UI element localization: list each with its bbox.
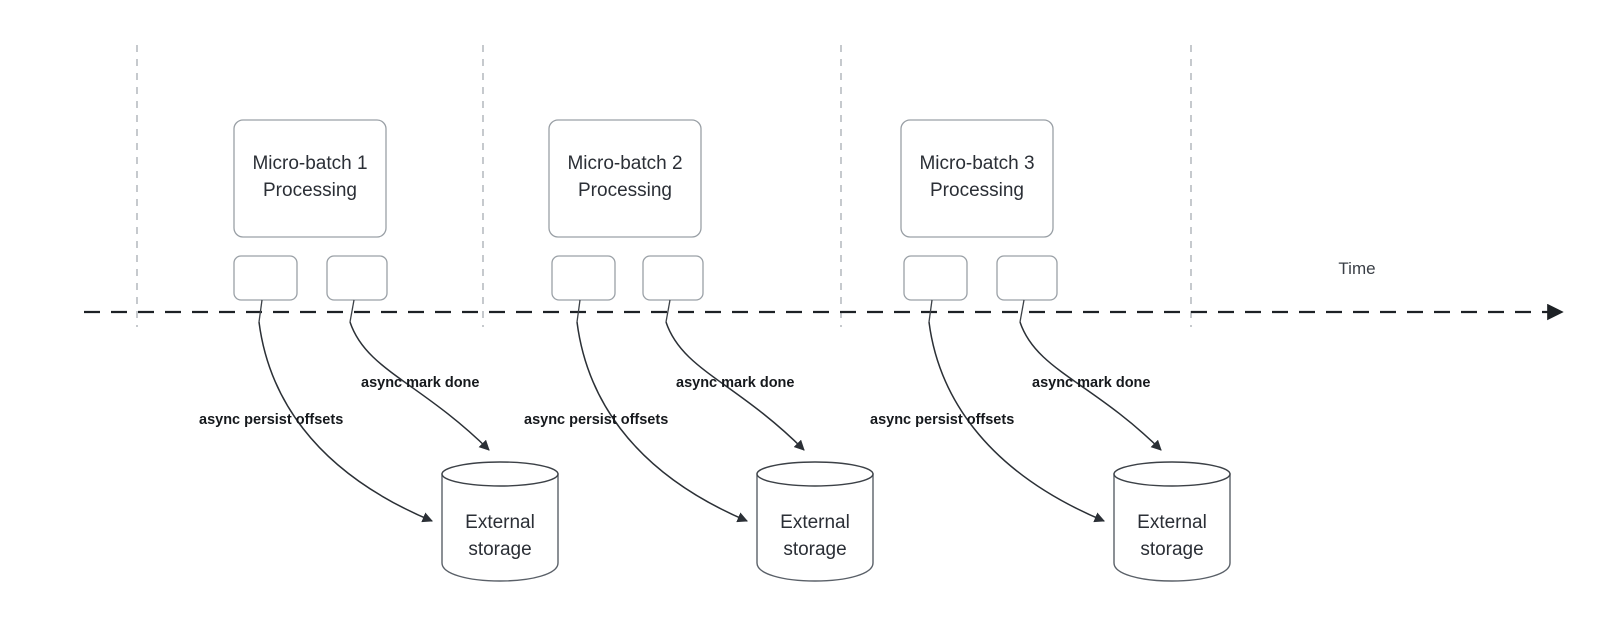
- micro-batch-1-persist-offsets-label: async persist offsets: [199, 412, 343, 428]
- micro-batch-1-label-line2: Processing: [263, 180, 357, 201]
- external-storage-1[interactable]: External storage: [441, 461, 559, 582]
- batch-boundary-ticks: [136, 45, 1192, 327]
- micro-batch-3-label-line1: Micro-batch 3: [919, 153, 1034, 174]
- micro-batch-3-task-a-stem: [928, 299, 933, 323]
- external-storage-2-label-line2: storage: [783, 539, 846, 560]
- micro-batch-2-label-line1: Micro-batch 2: [567, 153, 682, 174]
- micro-batch-1-task-a-box[interactable]: [233, 255, 298, 301]
- micro-batch-group-2: Micro-batch 2 Processing async persist o…: [524, 119, 874, 582]
- micro-batch-1-task-a-stem: [258, 299, 263, 323]
- micro-batch-1-persist-offsets-edge: [258, 321, 433, 523]
- micro-batch-2-persist-offsets-label: async persist offsets: [524, 412, 668, 428]
- external-storage-3-label-line1: External: [1137, 512, 1207, 533]
- external-storage-2-label-line1: External: [780, 512, 850, 533]
- micro-batch-1-mark-done-label: async mark done: [361, 375, 479, 391]
- external-storage-1-body: [441, 473, 559, 582]
- micro-batch-1-task-b-stem: [349, 299, 355, 323]
- time-axis-label: Time: [1338, 259, 1375, 278]
- external-storage-1-label-line2: storage: [468, 539, 531, 560]
- micro-batch-group-3: Micro-batch 3 Processing async persist o…: [870, 119, 1231, 582]
- micro-batch-3-box[interactable]: [900, 119, 1054, 238]
- external-storage-2-top: [756, 461, 874, 487]
- micro-batch-3-mark-done-label: async mark done: [1032, 375, 1150, 391]
- external-storage-3-body: [1113, 473, 1231, 582]
- micro-batch-1-label-line1: Micro-batch 1: [252, 153, 367, 174]
- micro-batch-1-task-b-box[interactable]: [326, 255, 388, 301]
- external-storage-2[interactable]: External storage: [756, 461, 874, 582]
- micro-batch-3-persist-offsets-edge: [928, 321, 1105, 523]
- external-storage-3[interactable]: External storage: [1113, 461, 1231, 582]
- micro-batch-2-task-a-stem: [576, 299, 581, 323]
- micro-batch-3-task-a-box[interactable]: [903, 255, 968, 301]
- external-storage-1-label-line1: External: [465, 512, 535, 533]
- micro-batch-1-mark-done-edge: [349, 321, 490, 451]
- external-storage-1-top: [441, 461, 559, 487]
- micro-batch-3-task-b-stem: [1019, 299, 1025, 323]
- external-storage-3-top: [1113, 461, 1231, 487]
- external-storage-2-body: [756, 473, 874, 582]
- micro-batch-2-box[interactable]: [548, 119, 702, 238]
- micro-batch-2-mark-done-edge: [665, 321, 805, 451]
- micro-batch-2-label-line2: Processing: [578, 180, 672, 201]
- micro-batch-3-persist-offsets-label: async persist offsets: [870, 412, 1014, 428]
- micro-batch-2-persist-offsets-edge: [576, 321, 748, 523]
- micro-batch-2-task-b-stem: [665, 299, 671, 323]
- micro-batch-2-task-b-box[interactable]: [642, 255, 704, 301]
- micro-batch-1-box[interactable]: [233, 119, 387, 238]
- micro-batch-3-task-b-box[interactable]: [996, 255, 1058, 301]
- micro-batch-2-task-a-box[interactable]: [551, 255, 616, 301]
- micro-batch-group-1: Micro-batch 1 Processing async persist o…: [199, 119, 559, 582]
- external-storage-3-label-line2: storage: [1140, 539, 1203, 560]
- micro-batch-2-mark-done-label: async mark done: [676, 375, 794, 391]
- micro-batch-3-label-line2: Processing: [930, 180, 1024, 201]
- micro-batch-3-mark-done-edge: [1019, 321, 1162, 451]
